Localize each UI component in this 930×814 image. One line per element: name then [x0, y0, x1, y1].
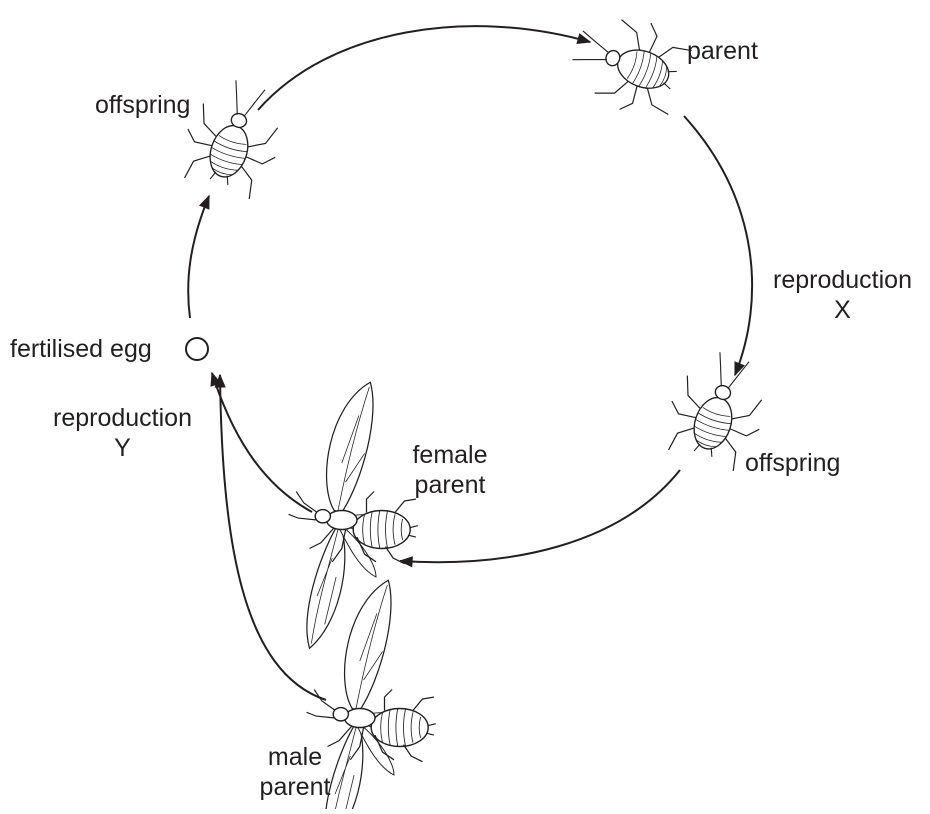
- label-reproduction-y-line1: reproduction: [40, 403, 205, 433]
- arrow-reproduction-x: [684, 116, 752, 375]
- label-male-parent-line2: parent: [250, 772, 340, 802]
- arrow-female-to-egg: [212, 373, 312, 512]
- label-offspring-top: offspring: [95, 90, 190, 120]
- label-male-parent: male parent: [250, 742, 340, 802]
- label-reproduction-y: reproduction Y: [40, 403, 205, 463]
- label-reproduction-x-line1: reproduction: [760, 265, 925, 295]
- fertilised-egg-icon: [186, 338, 208, 360]
- label-female-parent: female parent: [405, 440, 495, 500]
- parent-aphid-icon: [562, 2, 696, 125]
- offspring-top-aphid-icon: [173, 71, 294, 203]
- label-parent: parent: [687, 36, 758, 66]
- female-parent-aphid-icon: [289, 382, 418, 648]
- label-reproduction-y-line2: Y: [40, 433, 205, 463]
- arrow-egg-to-offspring: [188, 196, 209, 318]
- label-female-parent-line2: parent: [405, 470, 495, 500]
- label-reproduction-x-line2: X: [760, 295, 925, 325]
- label-offspring-right: offspring: [745, 448, 840, 478]
- label-fertilised-egg: fertilised egg: [10, 334, 152, 364]
- label-male-parent-line1: male: [250, 742, 340, 772]
- label-female-parent-line1: female: [405, 440, 495, 470]
- label-reproduction-x: reproduction X: [760, 265, 925, 325]
- arrow-male-to-egg: [220, 375, 326, 700]
- arrow-offspring-to-parent: [258, 26, 590, 110]
